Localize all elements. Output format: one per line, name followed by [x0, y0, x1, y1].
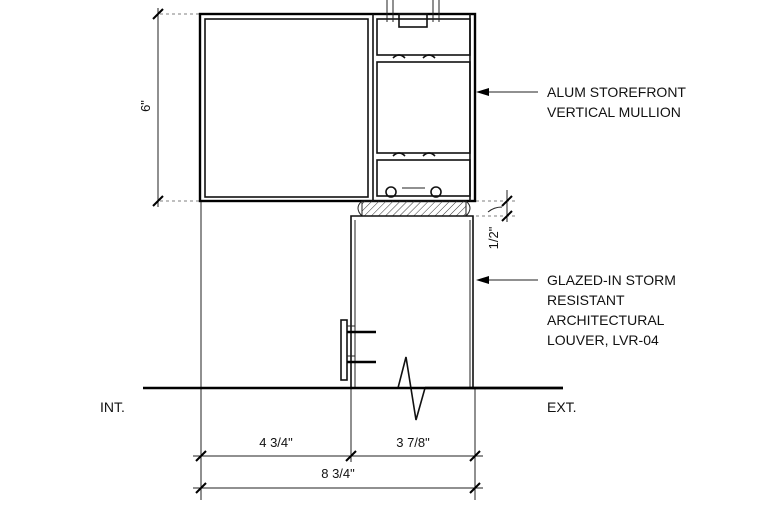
sealant-joint: [361, 200, 467, 217]
interior-width-text: 4 3/4": [259, 435, 293, 450]
louver-note-line4: LOUVER, LVR-04: [547, 332, 659, 348]
storefront-mullion: [198, 0, 477, 203]
architectural-louver: [350, 215, 474, 421]
louver-note-line3: ARCHITECTURAL: [547, 312, 665, 328]
louver-note-line2: RESISTANT: [547, 292, 625, 308]
mullion-note-line2: VERTICAL MULLION: [547, 104, 681, 120]
exterior-width-text: 3 7/8": [396, 435, 430, 450]
exterior-label: EXT.: [547, 399, 577, 415]
width-dimensions: [193, 450, 483, 494]
leader-lines: [476, 88, 538, 284]
louver-note-line1: GLAZED-IN STORM: [547, 272, 676, 288]
interior-label: INT.: [100, 399, 125, 415]
louver-anchors: [340, 319, 376, 381]
extension-lines: [160, 13, 515, 500]
overall-width-text: 8 3/4": [321, 466, 355, 481]
gap-dimension: [487, 190, 513, 222]
joint-radius: [357, 200, 471, 217]
height-dimension: [152, 8, 164, 207]
mullion-note-line1: ALUM STOREFRONT: [547, 84, 686, 100]
gap-dimension-text: 1/2": [486, 226, 501, 249]
height-dimension-text: 6": [138, 100, 153, 112]
